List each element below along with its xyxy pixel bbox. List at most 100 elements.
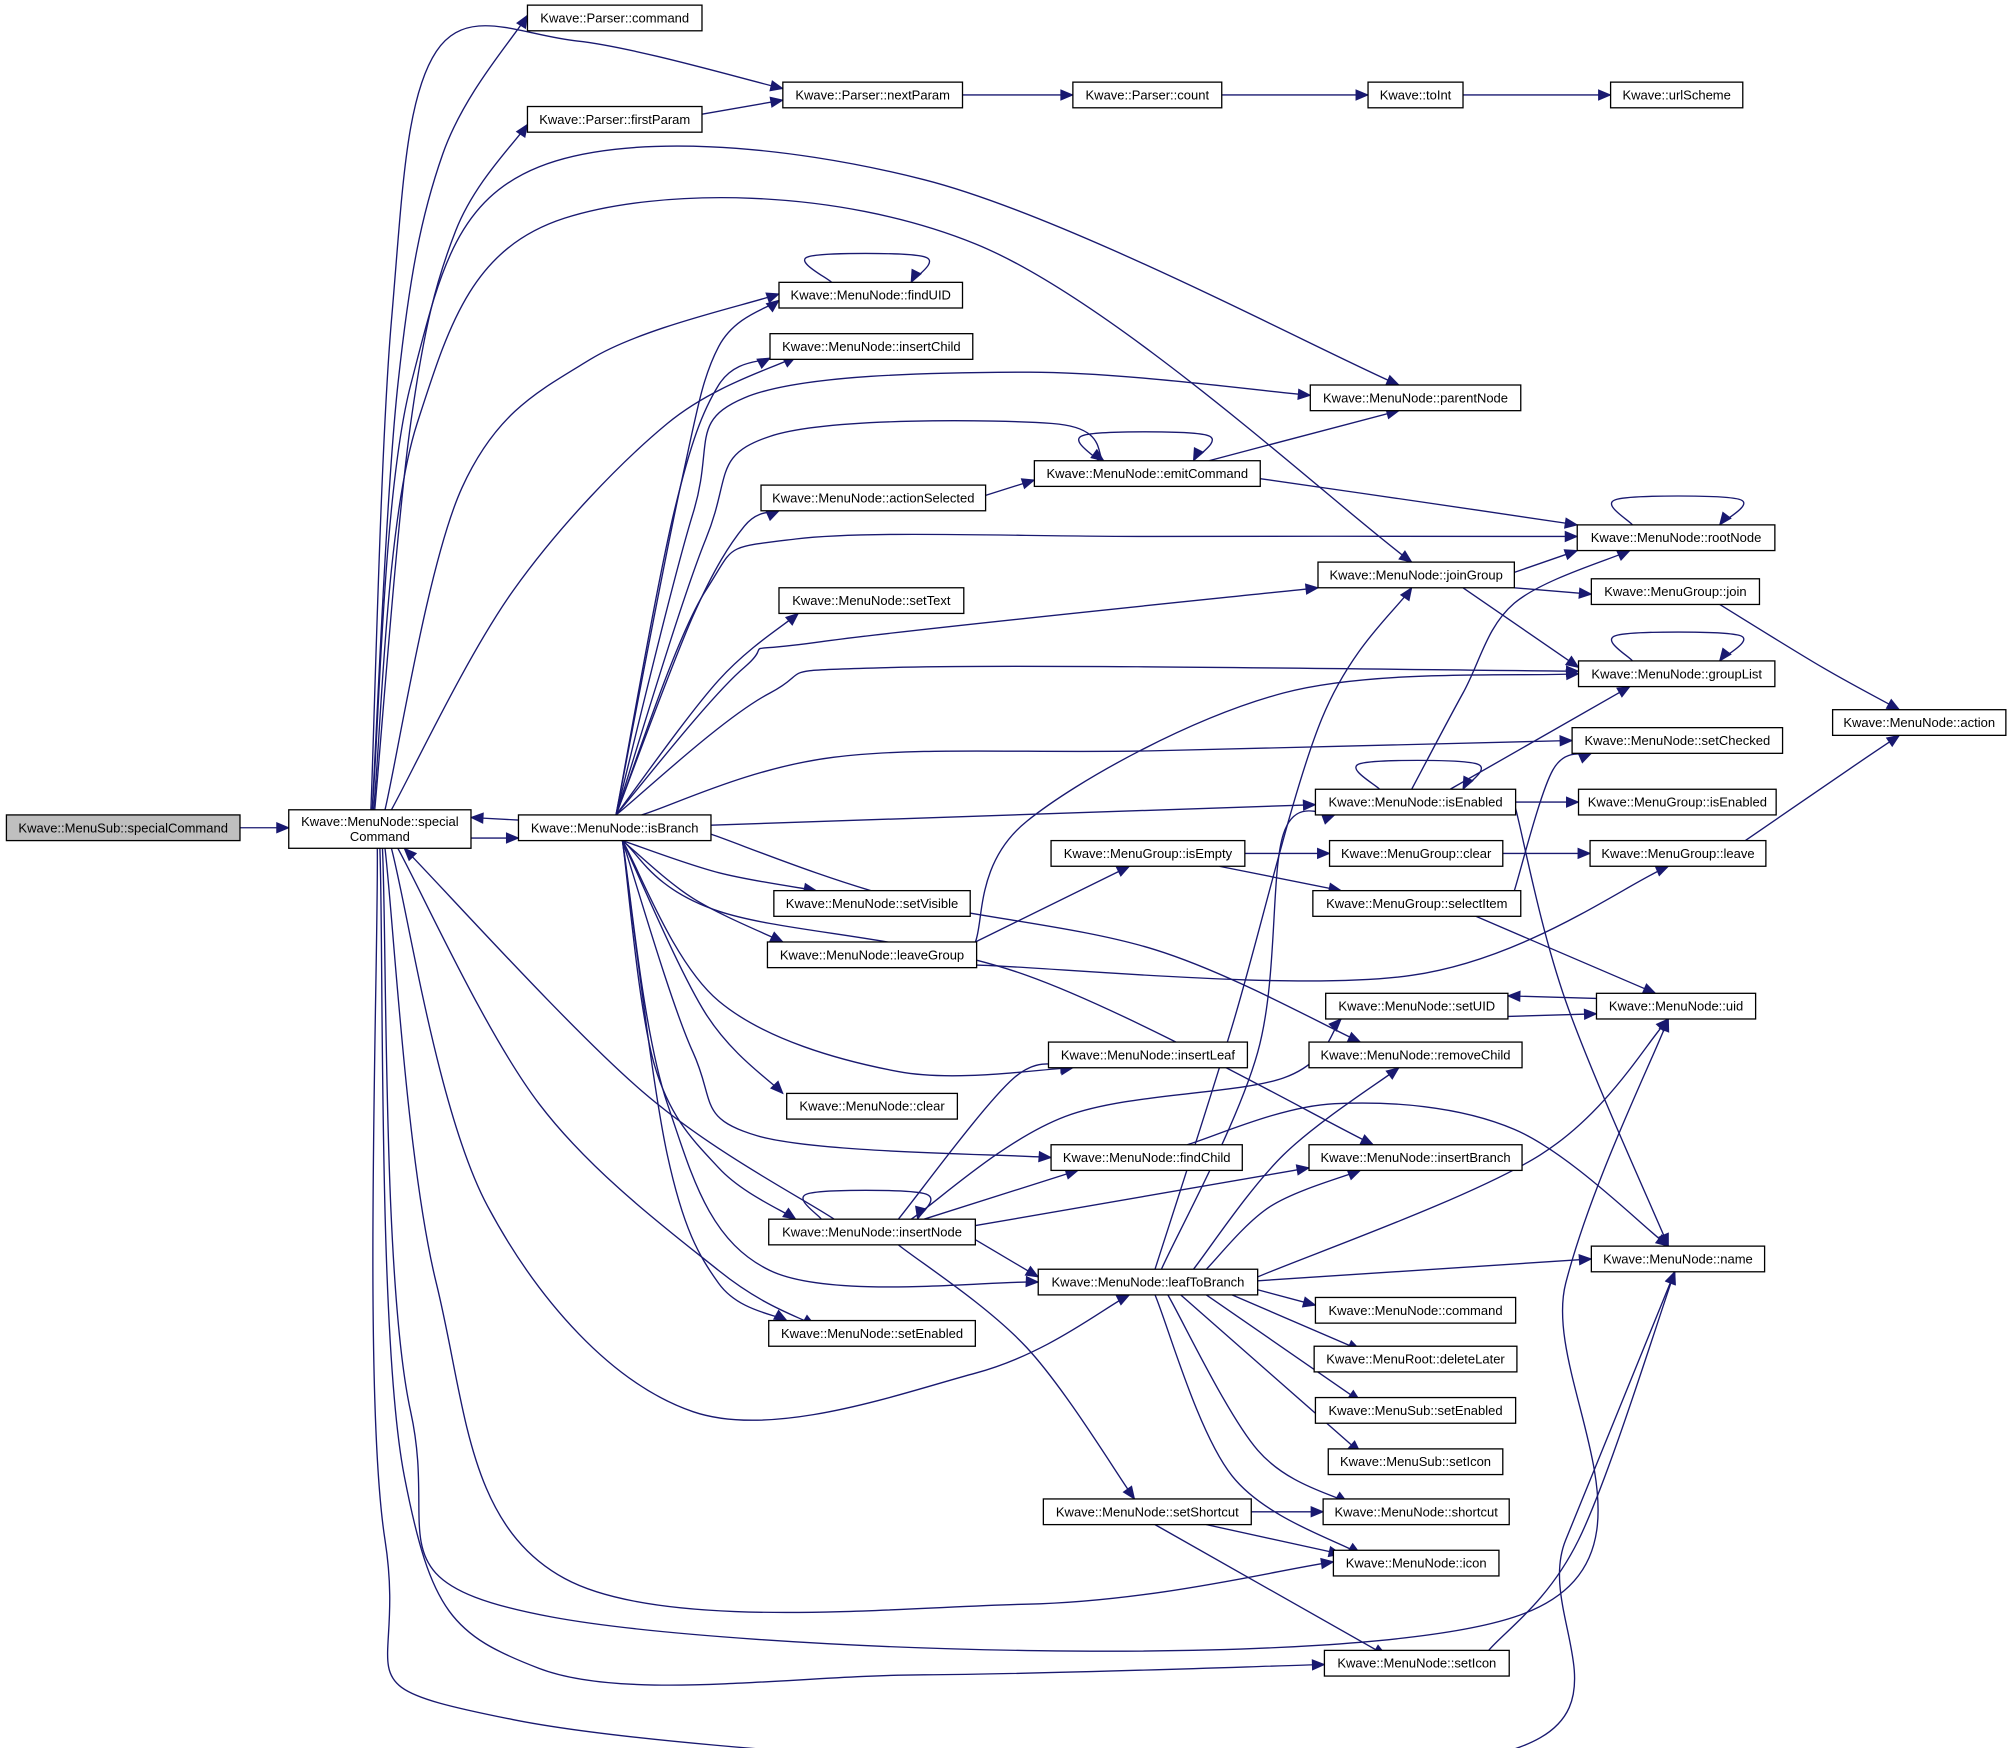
node-deletelater[interactable]: Kwave::MenuRoot::deleteLater	[1313, 1345, 1518, 1373]
node-setchecked[interactable]: Kwave::MenuNode::setChecked	[1571, 727, 1784, 754]
node-command[interactable]: Kwave::MenuNode::command	[1314, 1296, 1517, 1324]
node-menugroup_selectitem[interactable]: Kwave::MenuGroup::selectItem	[1312, 889, 1522, 917]
node-action[interactable]: Kwave::MenuNode::action	[1831, 709, 2007, 737]
node-insertbranch[interactable]: Kwave::MenuNode::insertBranch	[1308, 1144, 1523, 1172]
node-emitcommand[interactable]: Kwave::MenuNode::emitCommand	[1033, 460, 1261, 488]
node-menugroup_isenabled[interactable]: Kwave::MenuGroup::isEnabled	[1577, 788, 1777, 816]
node-insertchild[interactable]: Kwave::MenuNode::insertChild	[769, 333, 974, 360]
node-removechild[interactable]: Kwave::MenuNode::removeChild	[1308, 1041, 1523, 1069]
node-box[interactable]	[5, 814, 241, 842]
node-box[interactable]	[1042, 1498, 1252, 1526]
node-box[interactable]	[526, 4, 703, 32]
node-box[interactable]	[1312, 889, 1522, 917]
node-menusub_seticon[interactable]: Kwave::MenuSub::setIcon	[1327, 1448, 1504, 1476]
node-box[interactable]	[517, 814, 712, 842]
node-box[interactable]	[786, 1092, 959, 1120]
node-box[interactable]	[1314, 1296, 1517, 1324]
node-box[interactable]	[778, 281, 964, 309]
node-box[interactable]	[1367, 81, 1464, 109]
node-finduid[interactable]: Kwave::MenuNode::findUID	[778, 281, 964, 309]
node-menugroup_clear[interactable]: Kwave::MenuGroup::clear	[1328, 839, 1504, 867]
node-box[interactable]	[1571, 727, 1784, 754]
node-box[interactable]	[1576, 524, 1776, 552]
node-insertleaf[interactable]: Kwave::MenuNode::insertLeaf	[1047, 1041, 1249, 1069]
node-uid[interactable]: Kwave::MenuNode::uid	[1595, 992, 1757, 1020]
node-box[interactable]	[1313, 1345, 1518, 1373]
node-box[interactable]	[782, 81, 964, 109]
node-seticon[interactable]: Kwave::MenuNode::setIcon	[1323, 1649, 1510, 1677]
node-parser_nextparam[interactable]: Kwave::Parser::nextParam	[782, 81, 964, 109]
node-name[interactable]: Kwave::MenuNode::name	[1590, 1245, 1766, 1273]
node-box[interactable]	[766, 941, 978, 969]
node-box[interactable]	[1047, 1041, 1249, 1069]
node-box[interactable]	[1590, 1245, 1766, 1273]
node-leavegroup[interactable]: Kwave::MenuNode::leaveGroup	[766, 941, 978, 969]
node-box[interactable]	[1322, 1498, 1510, 1526]
edge-line	[976, 865, 1669, 982]
node-box[interactable]	[1050, 839, 1246, 867]
node-box[interactable]	[1317, 561, 1515, 589]
node-box[interactable]	[1314, 1396, 1517, 1424]
node-box[interactable]	[1589, 839, 1767, 867]
node-box[interactable]	[1037, 1268, 1259, 1296]
node-box[interactable]	[1309, 384, 1522, 412]
node-box[interactable]	[1323, 1649, 1510, 1677]
edge-line	[1507, 995, 1597, 1000]
node-label: Kwave::MenuNode::joinGroup	[1329, 567, 1502, 582]
node-box[interactable]	[1072, 81, 1223, 109]
node-settext[interactable]: Kwave::MenuNode::setText	[778, 587, 965, 615]
node-setenabled[interactable]: Kwave::MenuNode::setEnabled	[768, 1319, 976, 1347]
edge-specialcommand-to-isbranch	[470, 832, 520, 844]
node-box[interactable]	[1308, 1144, 1523, 1172]
node-box[interactable]	[769, 333, 974, 360]
node-isenabled[interactable]: Kwave::MenuNode::isEnabled	[1314, 788, 1517, 816]
node-box[interactable]	[1325, 992, 1509, 1020]
node-setshortcut[interactable]: Kwave::MenuNode::setShortcut	[1042, 1498, 1252, 1526]
node-menusub_specialcommand[interactable]: Kwave::MenuSub::specialCommand	[5, 814, 241, 842]
node-box[interactable]	[1332, 1549, 1500, 1577]
node-isbranch[interactable]: Kwave::MenuNode::isBranch	[517, 814, 712, 842]
node-insertnode[interactable]: Kwave::MenuNode::insertNode	[768, 1218, 976, 1246]
node-menunode_clear[interactable]: Kwave::MenuNode::clear	[786, 1092, 959, 1120]
node-parser_count[interactable]: Kwave::Parser::count	[1072, 81, 1223, 109]
node-box[interactable]	[288, 809, 472, 849]
node-box[interactable]	[1033, 460, 1261, 488]
node-box[interactable]	[1328, 839, 1504, 867]
node-findchild[interactable]: Kwave::MenuNode::findChild	[1050, 1144, 1243, 1172]
node-box[interactable]	[773, 889, 971, 917]
node-parser_command[interactable]: Kwave::Parser::command	[526, 4, 703, 32]
node-box[interactable]	[1577, 660, 1776, 688]
node-box[interactable]	[1590, 578, 1761, 606]
node-box[interactable]	[1831, 709, 2007, 737]
node-parser_firstparam[interactable]: Kwave::Parser::firstParam	[526, 105, 703, 133]
node-shortcut[interactable]: Kwave::MenuNode::shortcut	[1322, 1498, 1510, 1526]
node-actionselected[interactable]: Kwave::MenuNode::actionSelected	[760, 484, 987, 512]
node-menugroup_isempty[interactable]: Kwave::MenuGroup::isEmpty	[1050, 839, 1246, 867]
node-box[interactable]	[1595, 992, 1757, 1020]
node-box[interactable]	[1050, 1144, 1243, 1172]
node-setvisible[interactable]: Kwave::MenuNode::setVisible	[773, 889, 971, 917]
node-icon[interactable]: Kwave::MenuNode::icon	[1332, 1549, 1500, 1577]
node-box[interactable]	[768, 1218, 976, 1246]
node-box[interactable]	[768, 1319, 976, 1347]
node-leaftobranch[interactable]: Kwave::MenuNode::leafToBranch	[1037, 1268, 1259, 1296]
node-rootnode[interactable]: Kwave::MenuNode::rootNode	[1576, 524, 1776, 552]
node-box[interactable]	[1577, 788, 1777, 816]
node-parentnode[interactable]: Kwave::MenuNode::parentNode	[1309, 384, 1522, 412]
node-box[interactable]	[1308, 1041, 1523, 1069]
node-toint[interactable]: Kwave::toInt	[1367, 81, 1464, 109]
node-menugroup_join[interactable]: Kwave::MenuGroup::join	[1590, 578, 1761, 606]
node-box[interactable]	[778, 587, 965, 615]
node-box[interactable]	[1327, 1448, 1504, 1476]
node-box[interactable]	[526, 105, 703, 133]
node-urlscheme[interactable]: Kwave::urlScheme	[1609, 81, 1744, 109]
node-box[interactable]	[1314, 788, 1517, 816]
node-menugroup_leave[interactable]: Kwave::MenuGroup::leave	[1589, 839, 1767, 867]
node-box[interactable]	[760, 484, 987, 512]
node-setuid[interactable]: Kwave::MenuNode::setUID	[1325, 992, 1509, 1020]
node-box[interactable]	[1609, 81, 1744, 109]
node-joingroup[interactable]: Kwave::MenuNode::joinGroup	[1317, 561, 1515, 589]
node-grouplist[interactable]: Kwave::MenuNode::groupList	[1577, 660, 1776, 688]
node-menusub_setenabled[interactable]: Kwave::MenuSub::setEnabled	[1314, 1396, 1517, 1424]
